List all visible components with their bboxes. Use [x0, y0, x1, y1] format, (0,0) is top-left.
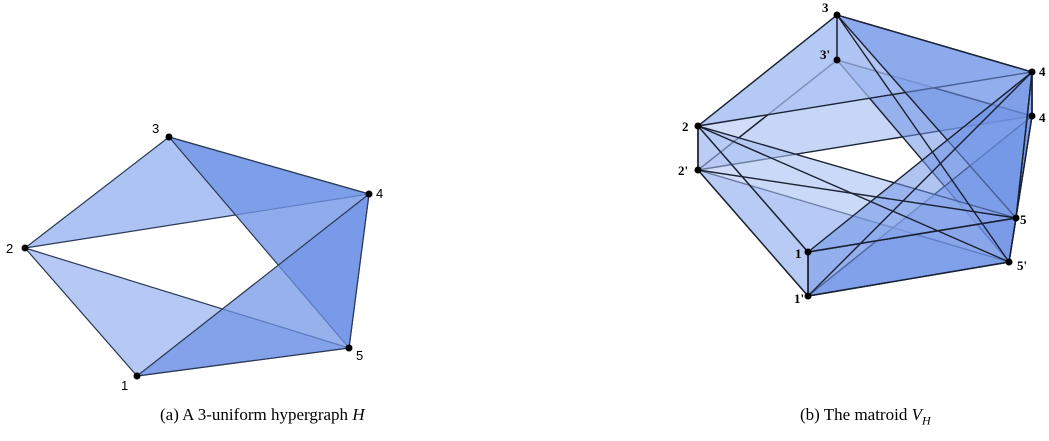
vertex-2p — [694, 166, 702, 174]
vertex-4p — [1028, 112, 1036, 120]
vertex-label-4: 4 — [376, 186, 383, 201]
hypergraph-diagram: 1 2 3 4 5 — [6, 121, 383, 393]
vertex-label-5p: 5' — [1017, 258, 1027, 273]
vertex-3 — [833, 11, 841, 19]
vertex-4 — [1028, 68, 1036, 76]
face-front-1-4-5 — [807, 71, 1033, 253]
vertex-label-5: 5 — [356, 348, 363, 363]
caption-b-text: (b) The matroid — [800, 405, 908, 424]
edge-1p-4 — [807, 71, 1033, 297]
vertex-label-4p: 4 — [1039, 110, 1046, 125]
vertex-label-1: 1 — [795, 246, 802, 261]
vertex-2 — [694, 122, 702, 130]
caption-a: (a) A 3-uniform hypergraph H — [160, 405, 365, 425]
caption-b-subscript: H — [921, 413, 931, 428]
edge-3-5p — [836, 14, 1010, 263]
vertex-3 — [165, 133, 173, 141]
vertex-label-2p: 2' — [678, 163, 688, 178]
vertex-5p — [1005, 258, 1013, 266]
vertex-1p — [804, 292, 812, 300]
vertex-label-3: 3 — [152, 121, 159, 136]
caption-a-symbol: H — [352, 405, 365, 424]
vertex-3p — [833, 56, 841, 64]
vertex-label-5: 5 — [1020, 212, 1027, 227]
vertex-1 — [804, 248, 812, 256]
hyperedge-1-4-5 — [136, 193, 370, 377]
vertex-label-3p: 3' — [820, 47, 830, 62]
vertex-label-3: 3 — [822, 0, 829, 15]
vertex-label-1p: 1' — [794, 291, 804, 306]
vertex-1 — [133, 372, 141, 380]
vertex-4 — [365, 190, 373, 198]
caption-b-symbol: V — [911, 405, 922, 424]
vertex-label-2: 2 — [682, 119, 689, 134]
vertex-2 — [21, 244, 29, 252]
matroid-diagram: 3 3' 2 2' 4 4 5 5' 1 1' — [678, 0, 1046, 306]
caption-b: (b) The matroid VH — [800, 405, 931, 428]
edge-5-5p — [1008, 217, 1017, 263]
vertex-label-2: 2 — [6, 241, 13, 256]
caption-a-text: (a) A 3-uniform hypergraph — [160, 405, 349, 424]
vertex-label-1: 1 — [121, 378, 128, 393]
vertex-label-4: 4 — [1039, 64, 1046, 79]
edge-2p-5 — [697, 169, 1017, 219]
vertex-5 — [345, 344, 353, 352]
vertex-5 — [1012, 214, 1020, 222]
